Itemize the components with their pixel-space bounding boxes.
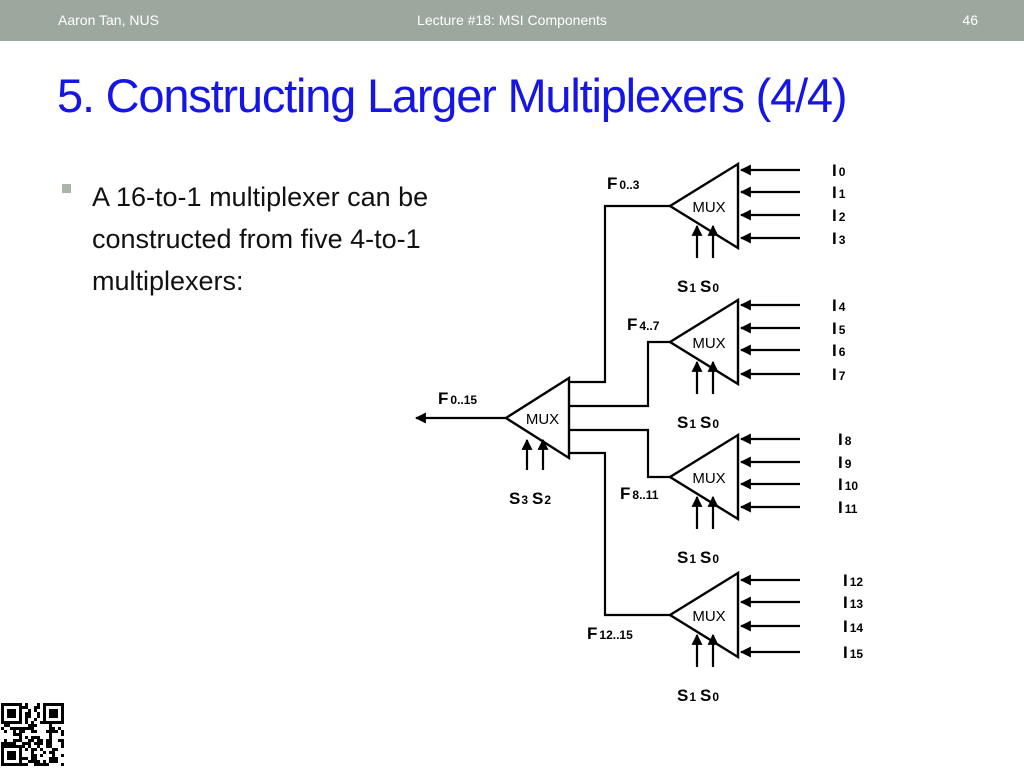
square-bullet-icon bbox=[62, 184, 71, 193]
mux-2-label: MUX bbox=[692, 470, 725, 487]
slide-number: 46 bbox=[962, 12, 978, 28]
wire-f4-7 bbox=[567, 340, 670, 408]
wire-f8-11 bbox=[567, 428, 670, 479]
header-lecture-title: Lecture #18: MSI Components bbox=[417, 12, 607, 28]
mux-0-label: MUX bbox=[692, 199, 725, 216]
mux-final bbox=[503, 375, 571, 461]
bullet-text: A 16-to-1 multiplexer can be constructed… bbox=[92, 182, 429, 296]
mux-0 bbox=[667, 161, 740, 251]
mux-final-label: MUX bbox=[526, 411, 559, 428]
mux-3 bbox=[667, 570, 740, 660]
mux-2 bbox=[667, 432, 740, 522]
header-bar: Aaron Tan, NUS Lecture #18: MSI Componen… bbox=[0, 0, 1024, 41]
wire-f12-15 bbox=[567, 451, 670, 617]
mux-1-label: MUX bbox=[692, 335, 725, 352]
qr-code-icon bbox=[1, 703, 64, 766]
header-author: Aaron Tan, NUS bbox=[58, 12, 159, 28]
wire-f0-3 bbox=[567, 204, 670, 384]
mux-3-label: MUX bbox=[692, 608, 725, 625]
mux-1 bbox=[667, 297, 740, 387]
slide-title: 5. Constructing Larger Multiplexers (4/4… bbox=[57, 69, 848, 122]
